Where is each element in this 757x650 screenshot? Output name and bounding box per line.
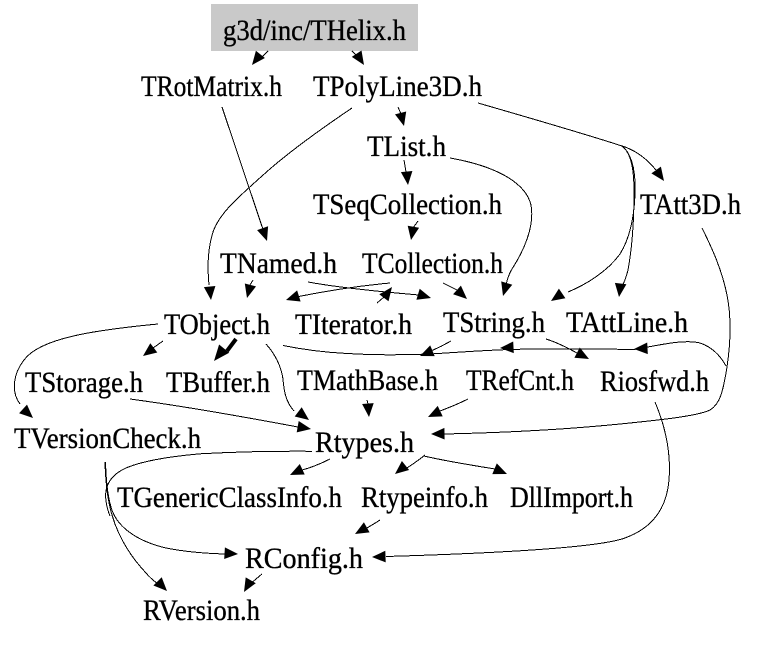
svg-text:RConfig.h: RConfig.h	[245, 543, 363, 575]
svg-text:TAttLine.h: TAttLine.h	[566, 307, 688, 339]
svg-text:TGenericClassInfo.h: TGenericClassInfo.h	[117, 482, 342, 514]
svg-text:TCollection.h: TCollection.h	[362, 248, 503, 280]
svg-text:TObject.h: TObject.h	[164, 309, 270, 341]
svg-text:g3d/inc/THelix.h: g3d/inc/THelix.h	[223, 15, 406, 47]
svg-text:TString.h: TString.h	[443, 307, 545, 339]
svg-text:TSeqCollection.h: TSeqCollection.h	[313, 189, 502, 221]
svg-text:TMathBase.h: TMathBase.h	[297, 365, 438, 397]
svg-text:TVersionCheck.h: TVersionCheck.h	[14, 423, 201, 455]
svg-text:TRotMatrix.h: TRotMatrix.h	[141, 71, 282, 103]
svg-text:Rtypeinfo.h: Rtypeinfo.h	[361, 482, 488, 514]
svg-text:TIterator.h: TIterator.h	[295, 309, 412, 341]
svg-text:DllImport.h: DllImport.h	[510, 482, 633, 514]
svg-text:TList.h: TList.h	[367, 131, 446, 163]
svg-text:TNamed.h: TNamed.h	[220, 248, 337, 280]
svg-text:TAtt3D.h: TAtt3D.h	[640, 189, 741, 221]
svg-text:TRefCnt.h: TRefCnt.h	[466, 365, 574, 397]
svg-text:TStorage.h: TStorage.h	[25, 367, 143, 399]
svg-text:Riosfwd.h: Riosfwd.h	[600, 366, 709, 398]
svg-text:TPolyLine3D.h: TPolyLine3D.h	[313, 71, 482, 103]
svg-text:TBuffer.h: TBuffer.h	[166, 367, 270, 399]
svg-text:RVersion.h: RVersion.h	[143, 595, 260, 627]
svg-text:Rtypes.h: Rtypes.h	[315, 427, 414, 459]
